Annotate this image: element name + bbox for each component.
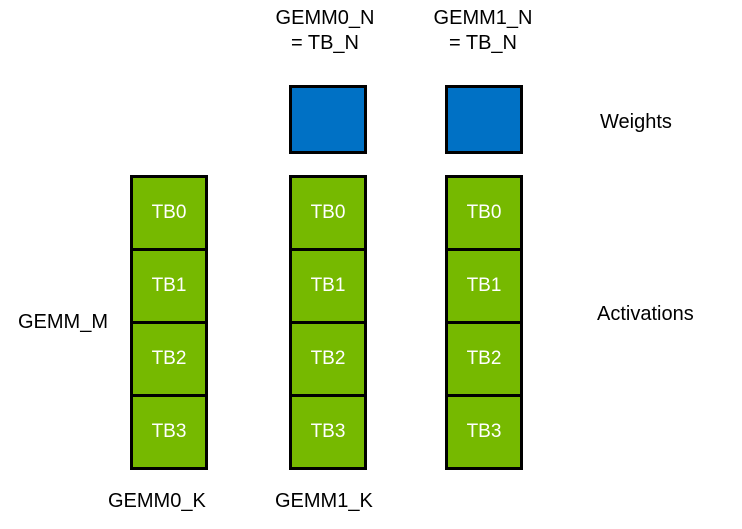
gemm0-n-header-line2: = TB_N xyxy=(291,32,359,54)
tb-block: TB3 xyxy=(445,394,523,470)
tb-block: TB1 xyxy=(445,248,523,324)
activations-label: Activations xyxy=(597,303,694,325)
gemm0-k-label: GEMM0_K xyxy=(108,490,206,512)
gemm0-n-header: GEMM0_N = TB_N xyxy=(245,6,405,56)
tb-block: TB2 xyxy=(445,321,523,397)
activations-column-2: TB0 TB1 TB2 TB3 xyxy=(289,175,367,470)
gemm1-k-label: GEMM1_K xyxy=(275,490,373,512)
gemm0-weights-tile xyxy=(289,85,367,154)
gemm1-weights-tile xyxy=(445,85,523,154)
activations-column-1: TB0 TB1 TB2 TB3 xyxy=(130,175,208,470)
tb-block: TB2 xyxy=(130,321,208,397)
gemm-m-label: GEMM_M xyxy=(18,311,108,333)
activations-column-3: TB0 TB1 TB2 TB3 xyxy=(445,175,523,470)
tb-block: TB2 xyxy=(289,321,367,397)
tb-block: TB0 xyxy=(130,175,208,251)
gemm1-n-header-line2: = TB_N xyxy=(449,32,517,54)
gemm0-n-header-line1: GEMM0_N xyxy=(275,7,375,29)
tb-block: TB0 xyxy=(289,175,367,251)
weights-label: Weights xyxy=(600,111,672,133)
tb-block: TB0 xyxy=(445,175,523,251)
tb-block: TB3 xyxy=(130,394,208,470)
tb-block: TB1 xyxy=(130,248,208,324)
gemm1-n-header: GEMM1_N = TB_N xyxy=(403,6,563,56)
tb-block: TB1 xyxy=(289,248,367,324)
tb-block: TB3 xyxy=(289,394,367,470)
gemm1-n-header-line1: GEMM1_N xyxy=(433,7,533,29)
